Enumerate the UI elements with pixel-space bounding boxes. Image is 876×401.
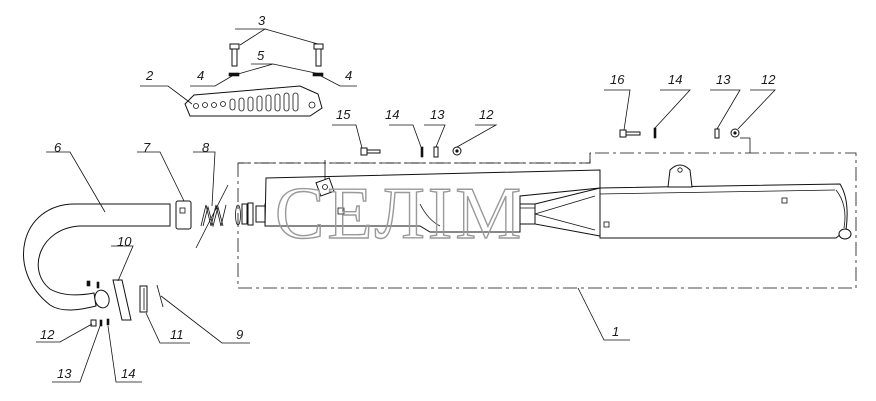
bracket-plate (184, 85, 323, 117)
callout-13-left: 13 (57, 366, 72, 381)
callout-3: 3 (258, 13, 266, 28)
clamp-parts (86, 279, 164, 327)
callout-14-middle: 14 (385, 107, 399, 122)
callout-4-right: 4 (345, 68, 352, 83)
springs (195, 184, 241, 249)
callout-9: 9 (236, 327, 243, 342)
callout-5: 5 (257, 48, 265, 63)
callout-11: 11 (170, 327, 184, 342)
callout-14-right: 14 (668, 72, 682, 87)
callout-15: 15 (336, 107, 351, 122)
callout-6: 6 (54, 140, 62, 155)
bracket-bolts (228, 43, 324, 77)
callout-4-left: 4 (197, 68, 204, 83)
watermark-logo: СЕЛІМ (275, 173, 524, 255)
callout-13-right: 13 (716, 72, 731, 87)
callout-7: 7 (143, 140, 151, 155)
callout-13-middle: 13 (430, 107, 445, 122)
muffler-body (241, 160, 852, 240)
callout-12-left: 12 (40, 327, 55, 342)
fastener-set-middle (360, 146, 462, 158)
callout-12-middle: 12 (479, 107, 494, 122)
fastener-set-right (619, 127, 740, 139)
callout-8: 8 (202, 140, 210, 155)
pipe-flange (175, 200, 192, 230)
callout-16: 16 (610, 72, 625, 87)
assembly-outline (237, 152, 857, 289)
callout-14-left: 14 (121, 366, 135, 381)
callout-10: 10 (117, 234, 132, 249)
callout-2: 2 (145, 68, 154, 83)
callout-1: 1 (612, 324, 619, 339)
exhaust-pipe (23, 203, 171, 311)
callout-numbers: 3 5 4 4 2 15 14 13 12 16 14 13 12 6 7 8 … (40, 13, 776, 381)
leader-lines (36, 28, 776, 383)
callout-12-right: 12 (761, 72, 776, 87)
